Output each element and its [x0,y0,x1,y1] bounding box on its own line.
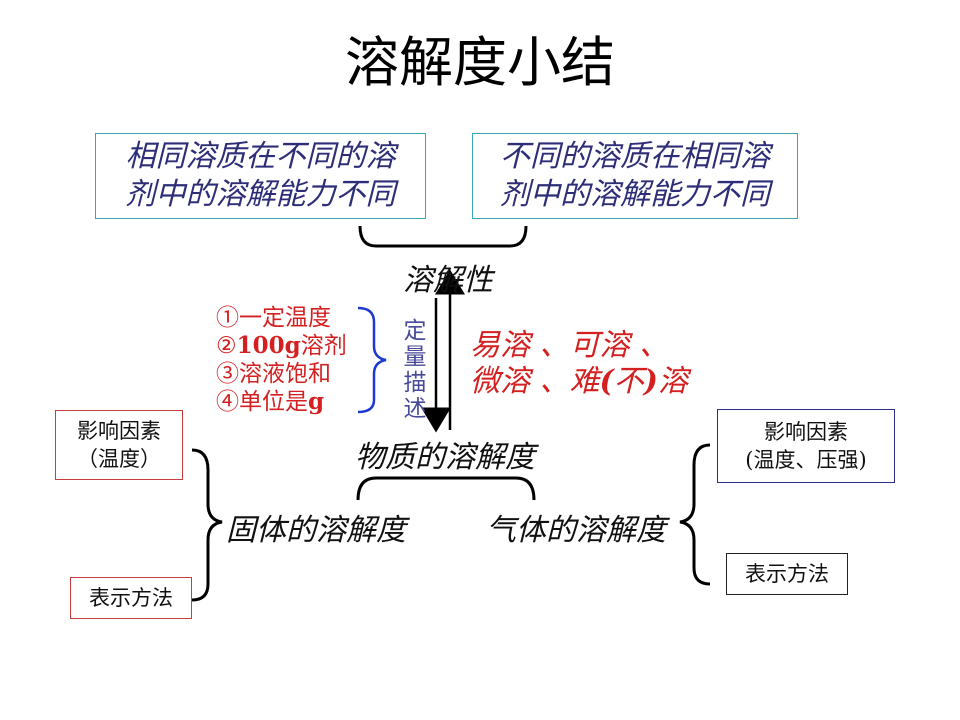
right-brace [679,443,711,586]
conditions-brace [357,306,387,414]
solubility-label: 溶解性 [403,263,493,298]
substance-solubility: 物质的溶解度 [355,440,535,475]
same-solute-line2: 剂中的溶解能力不同 [125,177,396,212]
categories-line2: 微溶 、难(不)溶 [470,364,688,399]
gas-factor-box: 影响因素 (温度、压强) [717,409,895,483]
gas-method-box: 表示方法 [726,553,848,595]
left-brace [191,448,223,602]
quantitative-description: 定 量 描 述 [403,318,427,422]
solid-solubility: 固体的溶解度 [226,513,406,548]
solid-factor-box: 影响因素 （温度） [55,410,183,480]
condition-saturated: ③溶液饱和 [216,361,331,387]
condition-solvent: ②100g溶剂 [216,332,347,359]
solid-method-box: 表示方法 [70,577,192,619]
different-solute-line2: 剂中的溶解能力不同 [500,177,770,212]
gas-solubility: 气体的溶解度 [486,513,666,548]
solubility-categories: 易溶 、可溶 、 微溶 、难(不)溶 [470,328,688,400]
page-title: 溶解度小结 [345,31,615,94]
same-solute-line1: 相同溶质在不同的溶 [125,139,396,174]
condition-list: ①一定温度 ②100g溶剂 ③溶液饱和 ④单位是g [216,304,347,416]
middle-arch [356,476,536,501]
top-bracket [358,225,528,248]
condition-temperature: ①一定温度 [216,305,331,331]
same-solute-box: 相同溶质在不同的溶 剂中的溶解能力不同 [95,133,426,219]
condition-unit: ④单位是g [216,388,325,415]
different-solute-box: 不同的溶质在相同溶 剂中的溶解能力不同 [472,133,798,219]
different-solute-line1: 不同的溶质在相同溶 [500,139,770,174]
categories-line1: 易溶 、可溶 、 [470,328,670,363]
